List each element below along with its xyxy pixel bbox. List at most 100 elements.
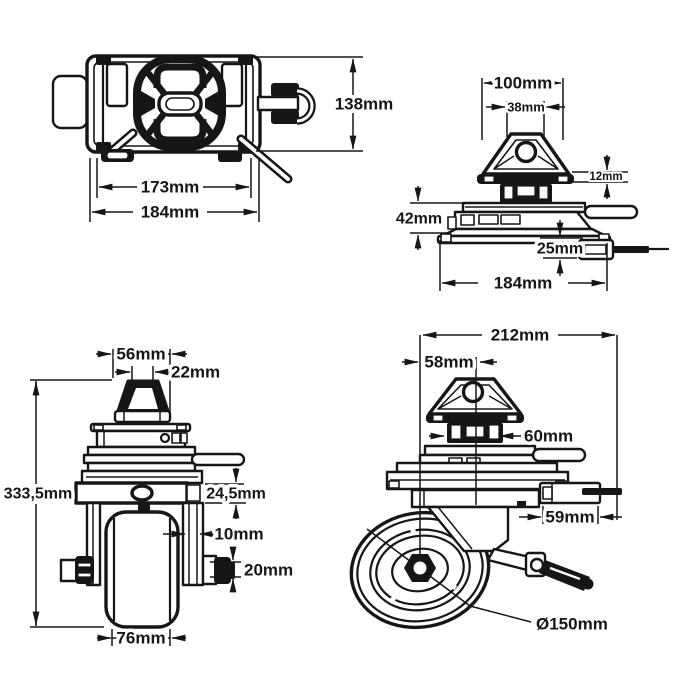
lock-clip-pin-side [582,488,622,495]
cone-hole-side [461,380,485,404]
nut-slit [77,572,92,578]
dim-label-swivel-offset: 58mm [424,353,473,372]
bent-latch-inner [110,131,135,153]
lock-clip-cap [542,486,553,500]
twistlock-shield-left [141,91,155,116]
dim-label-mount-height: 42mm [396,211,442,228]
plate-detail [180,432,188,444]
twistlock-band-bottom [153,119,207,144]
dims-front-view: 56mm 22mm 333,5mm 24,5mm 10mm 20mm 76mm [0,341,296,651]
dim-label-fork-plate-thickness: 10mm [214,525,263,544]
hub-hole [411,559,429,577]
flange-tab [483,175,495,183]
lock-clip-pin [613,246,649,253]
lock-clip-inner [584,244,607,255]
dim-label-lock-pin-drop: 25mm [537,241,583,258]
bearing-block [453,210,593,231]
lock-pin-shaft [256,95,300,112]
release-handle-inner [239,137,290,181]
dim-label-cone-top: 38mm [507,100,545,115]
neck-slot [503,185,514,200]
view-mount-side: 100mm 38mm 12mm 42mm 25mm 184mm [392,70,669,296]
bearing-detail [500,214,521,225]
plate-detail [171,432,181,444]
base-foot [388,480,400,489]
dim-label-overall-height: 138mm [335,95,394,114]
axle-nut-right [214,557,231,584]
dim-label-overall-height-front: 333,5mm [4,486,73,503]
dim-label-lock-housing-length: 59mm [545,508,594,527]
dim-label-overall-width-2: 184mm [494,274,553,293]
u-clip [296,87,316,125]
neck-slot [538,185,549,200]
view-front: 56mm 22mm 333,5mm 24,5mm 10mm 20mm 76mm [0,341,296,651]
u-clip-inner [296,89,314,123]
lock-pin-block [271,83,299,97]
bracket-stop [138,503,150,511]
top-guide-block-left [105,62,129,108]
lock-pin-block [271,110,299,124]
axle-washer-left [59,558,79,583]
top-foot-right [218,151,242,162]
axle-tip [229,562,235,579]
cone-hole [514,140,538,164]
dim-label-overall-width: 184mm [141,203,200,222]
base-foot [440,233,452,243]
plate-hole [159,432,171,444]
fork-plate-side [426,505,510,553]
top-lug [238,56,253,65]
top-lug [96,142,111,151]
dims-side-view: 212mm 58mm 60mm 59mm Ø150mm [402,322,622,637]
neck-slot [465,425,485,438]
dim-label-bracket-height: 24,5mm [206,486,266,503]
bearing-step [447,216,457,230]
bracket-hole [130,484,154,502]
view-side: 212mm 58mm 60mm 59mm Ø150mm [349,322,622,637]
flange-tab [557,175,569,183]
dim-label-cone-base-front: 56mm [116,345,165,364]
flange-tab [432,414,444,422]
plate-tab [93,424,104,431]
twistlock-band-top [153,63,207,88]
brake-lever [539,560,590,591]
neck-slot [450,424,462,440]
dims-mount-side: 100mm 38mm 12mm 42mm 25mm 184mm [392,70,628,296]
brake-rod [583,204,639,220]
bracket-step [186,484,201,502]
brake-rod-front [190,452,246,467]
axle-nut-left [75,556,94,584]
swivel-plate-side [423,444,537,457]
guide-cone-front-panel [128,388,158,409]
dim-label-neck-width: 60mm [524,427,573,446]
dims-top-view: 138mm 173mm 184mm [89,56,397,225]
cone-flange-front [113,409,172,424]
twistlock-shield-right [205,91,219,116]
diameter-leader [469,605,532,623]
twistlock-head-inner [165,97,195,111]
nut-slit [77,562,92,568]
neck-slot [488,424,500,440]
brake-rod-side [531,447,587,463]
dim-label-wheel-width: 76mm [116,629,165,648]
cone-flange-side [426,413,524,423]
plate-tab [176,424,187,431]
dim-label-cone-base: 100mm [494,74,553,93]
latch-foot-inner [106,151,129,160]
bearing-detail [478,214,499,225]
base-plate-top-side [395,461,559,474]
top-lug [96,56,111,65]
dim-label-flange-thickness: 12mm [589,171,622,183]
housing-stop [517,501,526,508]
cone-flange [477,174,574,184]
dim-label-cone-top-front: 22mm [171,363,220,382]
top-left-tab [51,74,89,130]
flange-tab [506,414,518,422]
neck-slot [516,185,536,197]
dim-label-axle-nut-height: 20mm [244,561,293,580]
view-top: 138mm 173mm 184mm [51,54,397,225]
brake-lever-slot [549,566,581,581]
wheel-front [104,510,180,629]
bearing-detail [460,214,475,226]
